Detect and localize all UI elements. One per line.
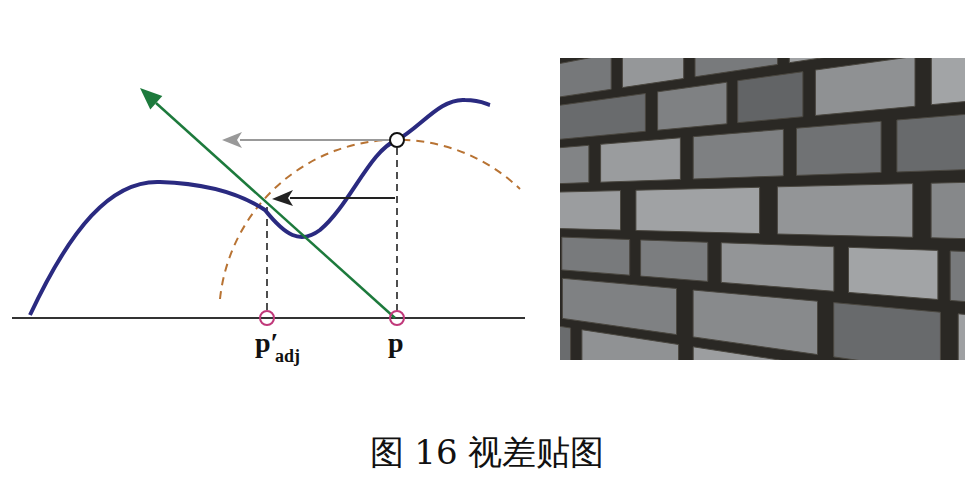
offset-arrow: [290, 197, 395, 199]
stone: [693, 347, 800, 360]
stone: [641, 240, 708, 282]
stone: [560, 58, 611, 101]
stone: [834, 303, 941, 360]
offset-arrow: [240, 139, 390, 141]
stone: [562, 278, 676, 334]
stone: [789, 58, 857, 63]
texel-marker: [260, 311, 274, 325]
stone: [658, 82, 727, 130]
stone: [562, 237, 630, 275]
surface-line: [12, 317, 525, 319]
stone: [560, 321, 571, 360]
projection-line: [396, 148, 398, 311]
stone: [560, 94, 645, 140]
sample-point: [390, 133, 404, 147]
figure-caption: 图 16 视差贴图: [0, 430, 974, 476]
arrow-head: [140, 88, 162, 109]
stone: [738, 72, 803, 123]
stone: [636, 187, 760, 233]
arrow-head: [222, 132, 242, 148]
stone: [950, 251, 965, 306]
stone-wall-photo: [560, 58, 965, 360]
stone: [797, 121, 882, 175]
stone: [693, 129, 783, 179]
stone: [815, 58, 915, 116]
stone: [601, 138, 681, 182]
stone: [582, 330, 679, 360]
view-ray: [156, 103, 395, 318]
point-label: p′: [255, 327, 278, 359]
projection-line: [266, 207, 268, 311]
stone: [849, 247, 938, 299]
arrow-head: [272, 190, 293, 206]
stone: [693, 290, 817, 355]
stone: [958, 314, 965, 360]
stone: [777, 184, 912, 238]
stone: [622, 58, 683, 88]
subscript-label: adj: [275, 346, 300, 367]
stone: [897, 109, 965, 173]
stone: [560, 191, 621, 231]
height-curve: [30, 100, 490, 315]
stone: [931, 58, 965, 105]
point-label: p: [388, 327, 404, 359]
stone: [721, 243, 834, 292]
stone: [695, 58, 778, 77]
texel-marker: [390, 311, 404, 325]
stone: [560, 145, 589, 185]
stone: [931, 180, 965, 241]
